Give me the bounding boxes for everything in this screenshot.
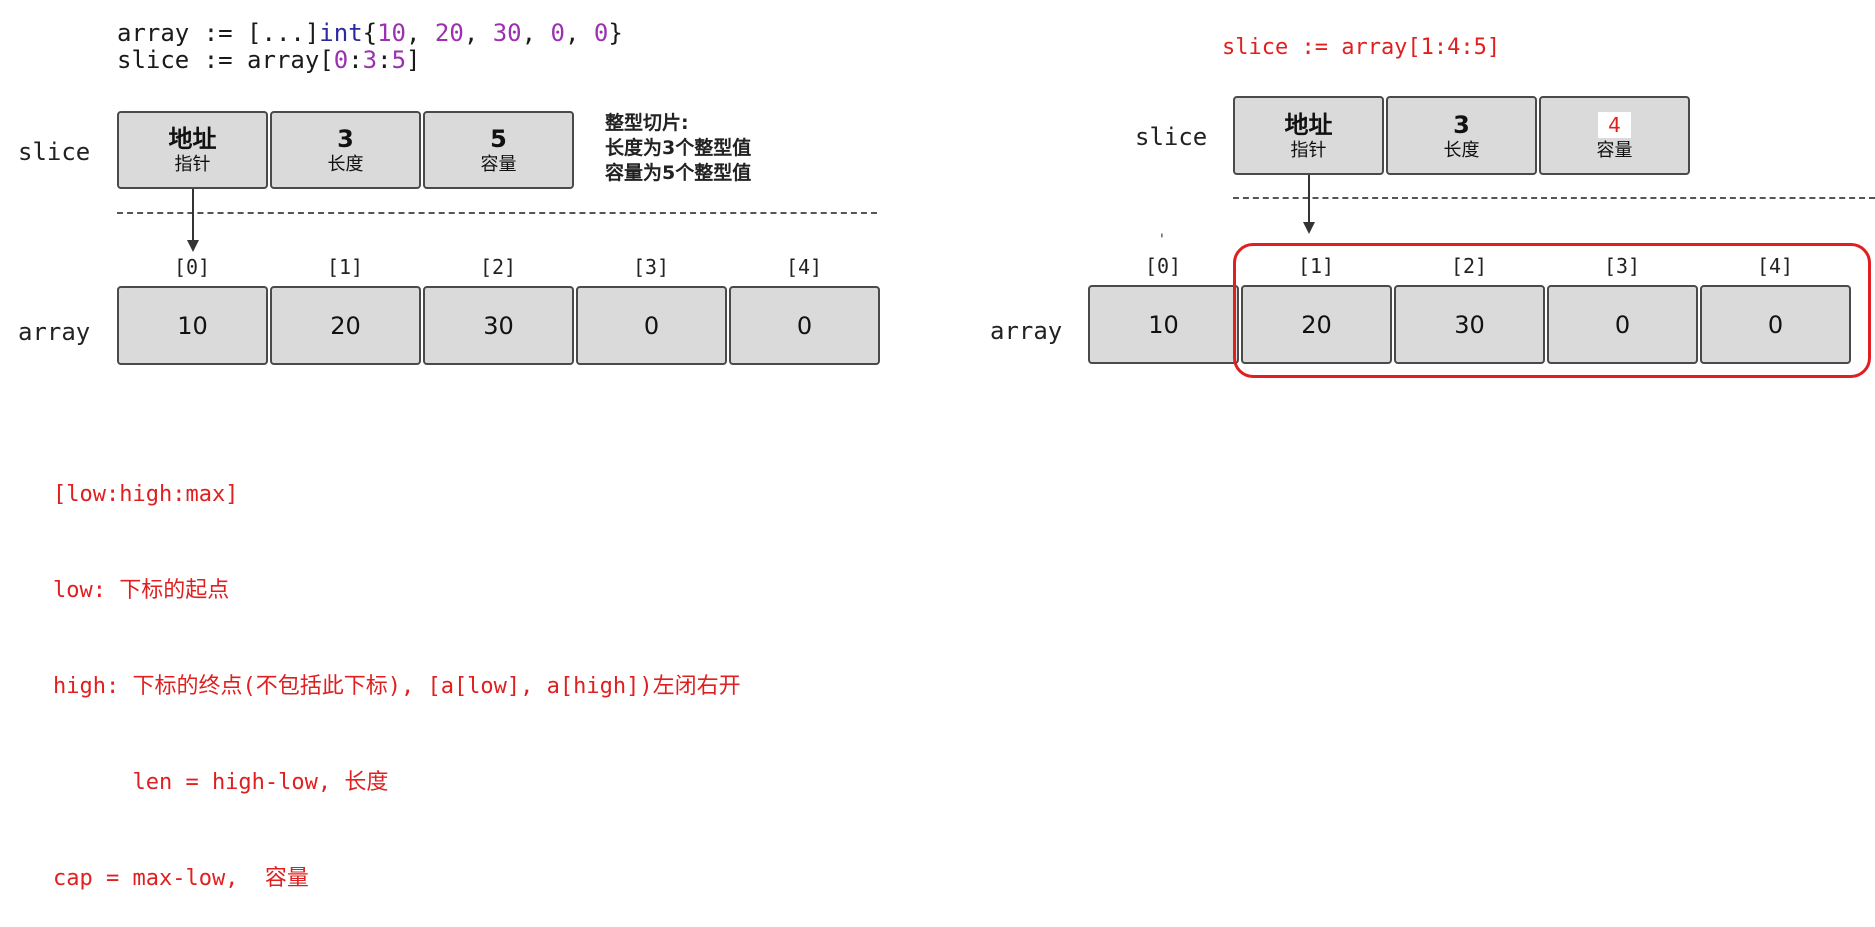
cell-top: 3 [1453, 110, 1470, 139]
cell-bottom: 指针 [174, 154, 211, 175]
right-index-label: [0] [1144, 254, 1182, 278]
cell-bottom: 容量 [480, 154, 517, 175]
cell-top: 地址 [168, 125, 217, 153]
cell-value: 30 [1454, 310, 1485, 339]
notes-block: [low:high:max] low: 下标的起点 high: 下标的终点(不包… [53, 415, 741, 927]
note-low: low: 下标的起点 [53, 578, 230, 603]
left-array-label: array [18, 318, 91, 346]
note-cap: cap = max-low, 容量 [53, 866, 309, 891]
note-len: len = high-low, 长度 [53, 770, 389, 795]
right-index-label: [4] [1756, 254, 1794, 278]
cell-top: 5 [490, 125, 507, 153]
cell-bottom: 长度 [327, 154, 364, 175]
code-value: 0 [550, 19, 565, 47]
right-code-line: slice := array[1:4:5] [1222, 35, 1501, 60]
cell-value: 0 [643, 311, 660, 340]
right-slice-pointer-cell: 地址 指针 [1233, 96, 1384, 175]
code-bracket-close: ] [406, 46, 421, 74]
left-slice-note: 整型切片: 长度为3个整型值 容量为5个整型值 [605, 111, 751, 186]
note-title: 整型切片: [605, 112, 689, 134]
code-value: 10 [377, 19, 407, 47]
code-value: 0 [593, 19, 609, 47]
right-dashed-divider [1233, 197, 1875, 199]
slice-range-highlight [1233, 243, 1871, 378]
cell-value: 30 [483, 311, 514, 340]
cell-bottom: 指针 [1290, 139, 1327, 161]
left-index-label: [2] [479, 255, 517, 279]
right-array-cell: 0 [1547, 285, 1698, 364]
tick-mark: ' [1160, 232, 1164, 248]
code-arg: 3 [362, 46, 378, 74]
code-brace-open: { [362, 19, 378, 47]
left-slice-label: slice [18, 138, 91, 166]
right-array-cell: 0 [1700, 285, 1851, 364]
capacity-value: 4 [1598, 112, 1631, 138]
code-brace-close: } [608, 19, 623, 47]
code-value: 20 [434, 19, 464, 47]
left-pointer-arrow-head [187, 240, 199, 252]
left-slice-pointer-cell: 地址 指针 [117, 111, 268, 189]
cell-value: 0 [796, 311, 813, 340]
left-array-cell: 30 [423, 286, 574, 365]
left-index-label: [3] [632, 255, 670, 279]
cell-value: 10 [1148, 310, 1179, 339]
cell-value: 0 [1767, 310, 1784, 339]
code-sep: , [406, 19, 435, 47]
code-arg: 5 [391, 46, 407, 74]
cell-bottom: 容量 [1596, 140, 1633, 161]
note-syntax: [low:high:max] [53, 482, 239, 507]
code-sep: , [565, 19, 594, 47]
right-array-cell: 10 [1088, 285, 1239, 364]
left-array-cell: 0 [576, 286, 727, 365]
left-array-cell: 0 [729, 286, 880, 365]
cell-value: 20 [1301, 310, 1332, 339]
left-index-label: [4] [785, 255, 823, 279]
cell-top: 地址 [1284, 110, 1333, 139]
left-index-label: [1] [326, 255, 364, 279]
code-arg: 0 [333, 46, 349, 74]
right-slice-label: slice [1135, 123, 1208, 151]
code-value: 30 [492, 19, 522, 47]
code-int-keyword: int [319, 19, 363, 47]
code-line-array-decl: array := [...]int{10, 20, 30, 0, 0} [117, 19, 623, 47]
right-array-cell: 30 [1394, 285, 1545, 364]
right-array-cell: 20 [1241, 285, 1392, 364]
cell-value: 10 [177, 311, 208, 340]
note-high: high: 下标的终点(不包括此下标), [a[low], a[high])左闭… [53, 674, 741, 699]
right-pointer-arrow-head [1303, 222, 1315, 234]
note-line: 容量为5个整型值 [605, 162, 752, 184]
code-array-prefix: array := [...] [117, 19, 320, 47]
right-slice-capacity-cell: 4 容量 [1539, 96, 1690, 175]
right-pointer-arrow-line [1308, 175, 1310, 227]
left-slice-capacity-cell: 5 容量 [423, 111, 574, 189]
code-sep: , [463, 19, 493, 47]
right-index-label: [1] [1297, 254, 1335, 278]
code-sep: , [521, 19, 551, 47]
left-slice-length-cell: 3 长度 [270, 111, 421, 189]
code-colon: : [377, 46, 392, 74]
code-colon: : [348, 46, 363, 74]
cell-value: 0 [1614, 310, 1631, 339]
right-index-label: [3] [1603, 254, 1641, 278]
right-slice-length-cell: 3 长度 [1386, 96, 1537, 175]
code-line-slice-decl: slice := array[0:3:5] [117, 46, 420, 74]
left-array-cell: 20 [270, 286, 421, 365]
left-dashed-divider [117, 212, 877, 214]
left-index-label: [0] [173, 255, 211, 279]
right-array-label: array [990, 317, 1063, 345]
code-slice-prefix: slice := array[ [117, 46, 334, 74]
cell-bottom: 长度 [1443, 139, 1480, 161]
cell-top: 3 [337, 125, 354, 153]
left-pointer-arrow-line [192, 189, 194, 243]
cell-value: 20 [330, 311, 361, 340]
right-index-label: [2] [1450, 254, 1488, 278]
left-array-cell: 10 [117, 286, 268, 365]
note-line: 长度为3个整型值 [605, 137, 752, 159]
